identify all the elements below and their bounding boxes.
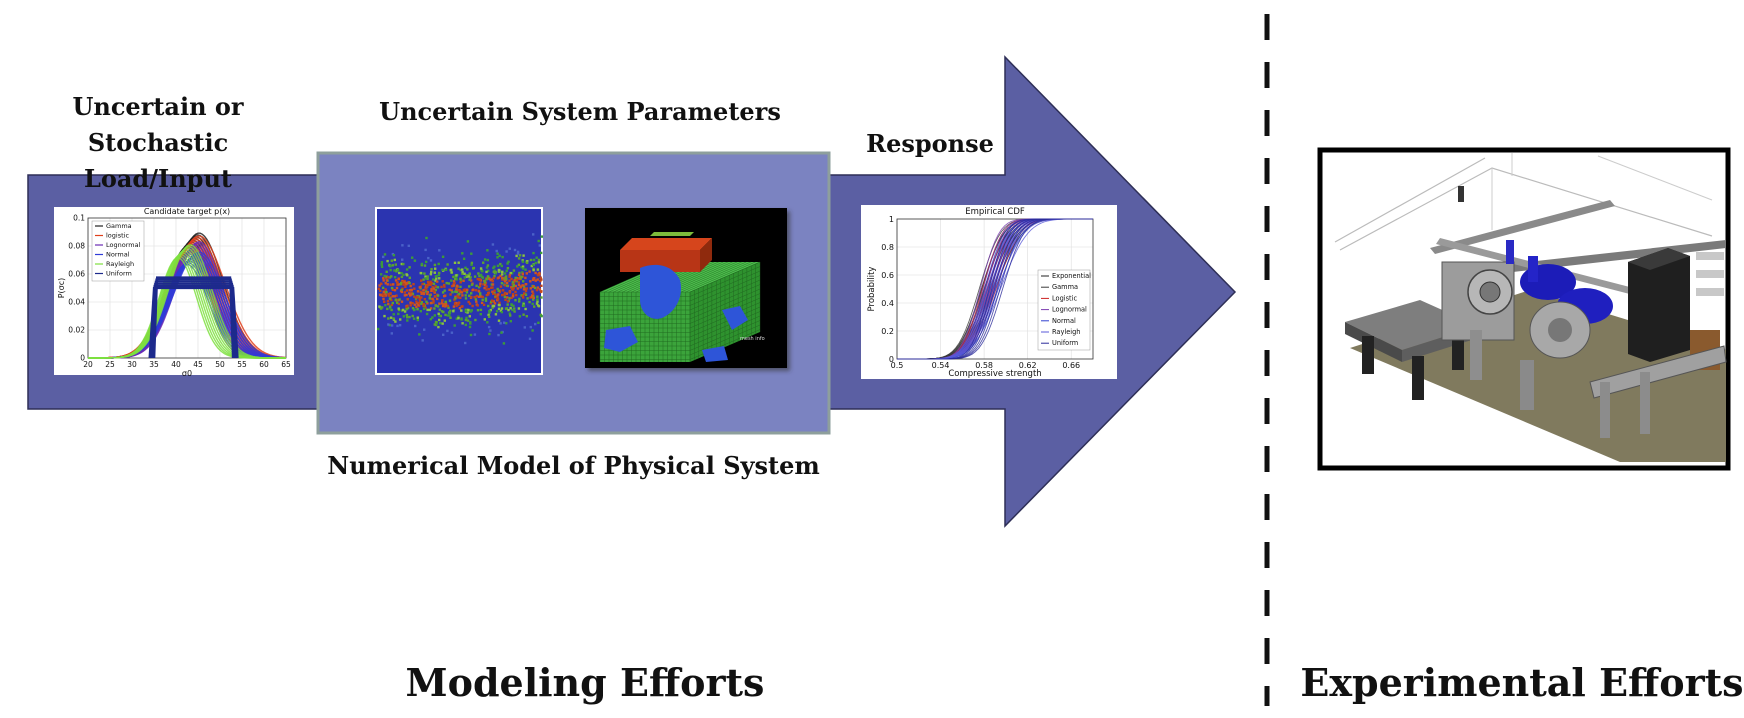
y-tick-label: 0.6 <box>881 271 894 280</box>
x-axis-label: σ0 <box>182 369 192 378</box>
x-axis-label: Compressive strength <box>948 369 1041 379</box>
chart-title: Empirical CDF <box>965 207 1025 217</box>
x-tick-label: 55 <box>237 360 247 369</box>
x-tick-label: 0.58 <box>975 361 993 370</box>
legend-entry: Uniform <box>106 270 132 278</box>
y-tick-label: 0.02 <box>68 326 85 335</box>
load-input-title-line2: Load/Input <box>84 164 232 193</box>
legend-entry: Rayleigh <box>1052 328 1080 336</box>
response-cdf-chart: 0.5 0.54 0.58 0.62 0.66 0 0.2 0.4 0.6 0.8 1 Empiric… <box>861 205 1117 379</box>
input-distribution-chart: 20 25 30 35 40 45 50 55 60 65 0 0.02 0.04 0.06 0.08 0.1… <box>54 207 294 378</box>
y-axis-label: Probability <box>867 267 877 312</box>
x-tick-label: 0.54 <box>932 361 950 370</box>
numerical-model-title: Numerical Model of Physical System <box>327 451 820 480</box>
modeling-efforts-title: Modeling Efforts <box>405 660 765 705</box>
y-tick-label: 0.2 <box>881 327 894 336</box>
y-tick-label: 0.04 <box>68 298 85 307</box>
legend-entry: Logistic <box>1052 294 1077 302</box>
legend-entry: Normal <box>1052 317 1076 325</box>
legend-entry: Gamma <box>1052 283 1078 291</box>
y-tick-label: 0 <box>80 354 85 363</box>
legend-entry: Lognormal <box>106 241 141 249</box>
svg-text:mesh info: mesh info <box>740 336 765 342</box>
legend: ExponentialGammaLogisticLognormalNormalR… <box>1037 269 1091 351</box>
legend-entry: Uniform <box>1052 339 1078 347</box>
legend: Gamma logisticLognormalNormalRayleighUnif… <box>91 220 145 282</box>
system-parameters-title: Uncertain System Parameters <box>379 97 781 126</box>
x-tick-label: 30 <box>127 360 137 369</box>
x-tick-label: 20 <box>83 360 93 369</box>
stochastic-field-image <box>375 207 543 375</box>
legend-entry: Normal <box>106 251 130 259</box>
y-tick-label: 0.06 <box>68 270 85 279</box>
y-tick-label: 0 <box>889 355 894 364</box>
chart-title: Candidate target p(x) <box>144 207 230 216</box>
experimental-efforts-title: Experimental Efforts <box>1300 660 1744 705</box>
y-tick-label: 0.08 <box>68 242 85 251</box>
x-tick-label: 65 <box>281 360 291 369</box>
y-tick-label: 1 <box>889 215 894 224</box>
x-tick-label: 50 <box>215 360 225 369</box>
y-tick-label: 0.4 <box>881 299 894 308</box>
legend-entry: Gamma <box>106 222 132 230</box>
legend-entry: Exponential <box>1052 272 1091 280</box>
experimental-setup-image <box>1317 147 1731 471</box>
load-input-title-line1: Uncertain or Stochastic <box>72 92 244 157</box>
x-tick-label: 0.66 <box>1062 361 1080 370</box>
x-tick-label: 25 <box>105 360 115 369</box>
y-axis-label: P(σc) <box>57 278 66 299</box>
y-tick-label: 0.8 <box>881 243 894 252</box>
x-tick-label: 35 <box>149 360 159 369</box>
legend-entry: logistic <box>106 232 129 240</box>
legend-entry: Lognormal <box>1052 306 1087 314</box>
x-tick-label: 0.62 <box>1019 361 1037 370</box>
x-tick-label: 0.5 <box>891 361 904 370</box>
x-tick-label: 60 <box>259 360 269 369</box>
x-tick-label: 40 <box>171 360 181 369</box>
response-title: Response <box>866 129 994 158</box>
y-tick-label: 0.1 <box>73 214 85 223</box>
x-tick-label: 45 <box>193 360 203 369</box>
legend-entry: Rayleigh <box>106 260 134 268</box>
finite-element-mesh-image: mesh info <box>585 208 787 368</box>
